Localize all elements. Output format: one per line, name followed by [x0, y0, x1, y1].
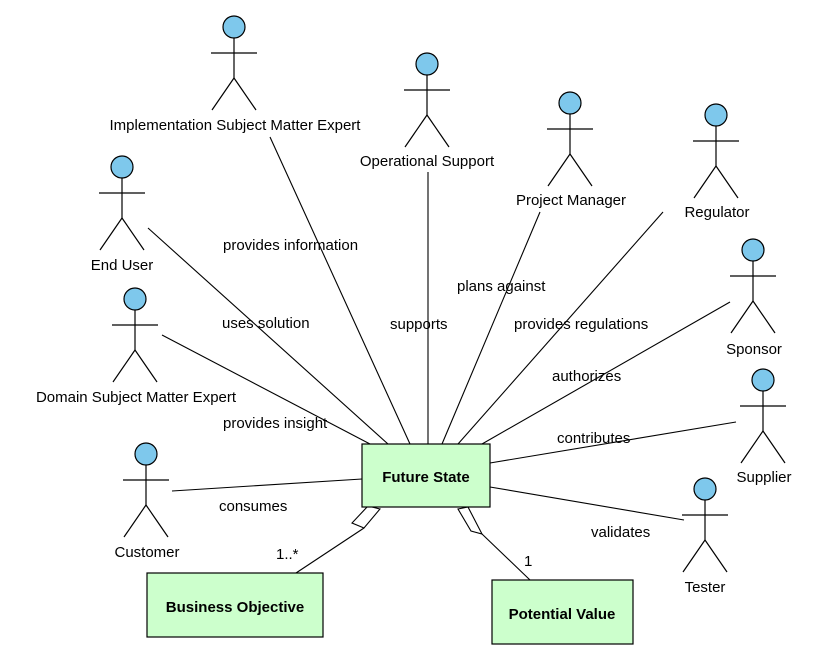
- box-label: Potential Value: [509, 606, 616, 623]
- relation-label: supports: [390, 316, 448, 333]
- connector-end-user: [147, 227, 389, 445]
- connector-regulator: [457, 211, 664, 445]
- aggregation-diamond-left: [351, 505, 381, 529]
- connector-customer: [171, 478, 363, 492]
- relation-label: validates: [591, 524, 650, 541]
- box-label: Future State: [382, 469, 470, 486]
- potential-value-box[interactable]: Potential Value: [491, 579, 634, 645]
- actor-sponsor[interactable]: Sponsor: [726, 238, 782, 358]
- connector-domain-sme: [161, 334, 371, 445]
- connector-supplier: [489, 421, 737, 464]
- relation-label: uses solution: [222, 315, 310, 332]
- connector-sponsor: [481, 301, 731, 445]
- actor-label: Operational Support: [360, 153, 495, 170]
- actor-operational-support[interactable]: Operational Support: [360, 52, 495, 170]
- connector-potential-value: [481, 533, 531, 581]
- aggregation-diamond-right: [457, 506, 484, 535]
- multiplicity-label: 1: [524, 553, 532, 570]
- connector-business-objective: [295, 527, 365, 574]
- relation-label: authorizes: [552, 368, 621, 385]
- actor-regulator[interactable]: Regulator: [684, 103, 750, 221]
- actor-label: Supplier: [736, 469, 791, 486]
- relation-label: provides insight: [223, 415, 328, 432]
- actor-implementation-sme[interactable]: Implementation Subject Matter Expert: [110, 15, 362, 134]
- connector-implementation-sme: [269, 136, 411, 445]
- actor-supplier[interactable]: Supplier: [736, 368, 792, 486]
- actor-domain-sme[interactable]: Domain Subject Matter Expert: [36, 287, 237, 406]
- actor-label: Implementation Subject Matter Expert: [110, 117, 362, 134]
- relation-label: contributes: [557, 430, 630, 447]
- relation-label: plans against: [457, 278, 546, 295]
- relation-label: provides information: [223, 237, 358, 254]
- multiplicity-label: 1..*: [276, 546, 299, 563]
- actor-label: Domain Subject Matter Expert: [36, 389, 237, 406]
- actor-label: Customer: [114, 544, 179, 561]
- actor-end-user[interactable]: End User: [91, 155, 154, 274]
- actor-customer[interactable]: Customer: [114, 442, 180, 561]
- actor-label: Tester: [685, 579, 726, 596]
- business-objective-box[interactable]: Business Objective: [146, 572, 324, 638]
- actor-label: Project Manager: [516, 192, 626, 209]
- future-state-box[interactable]: Future State: [361, 443, 491, 508]
- actor-label: Sponsor: [726, 341, 782, 358]
- relation-label: consumes: [219, 498, 287, 515]
- actor-tester[interactable]: Tester: [682, 477, 728, 596]
- relation-label: provides regulations: [514, 316, 648, 333]
- connector-project-manager: [441, 211, 541, 445]
- actor-project-manager[interactable]: Project Manager: [516, 91, 626, 209]
- box-label: Business Objective: [166, 599, 304, 616]
- actor-label: Regulator: [684, 204, 749, 221]
- actor-label: End User: [91, 257, 154, 274]
- connector-tester: [489, 486, 685, 521]
